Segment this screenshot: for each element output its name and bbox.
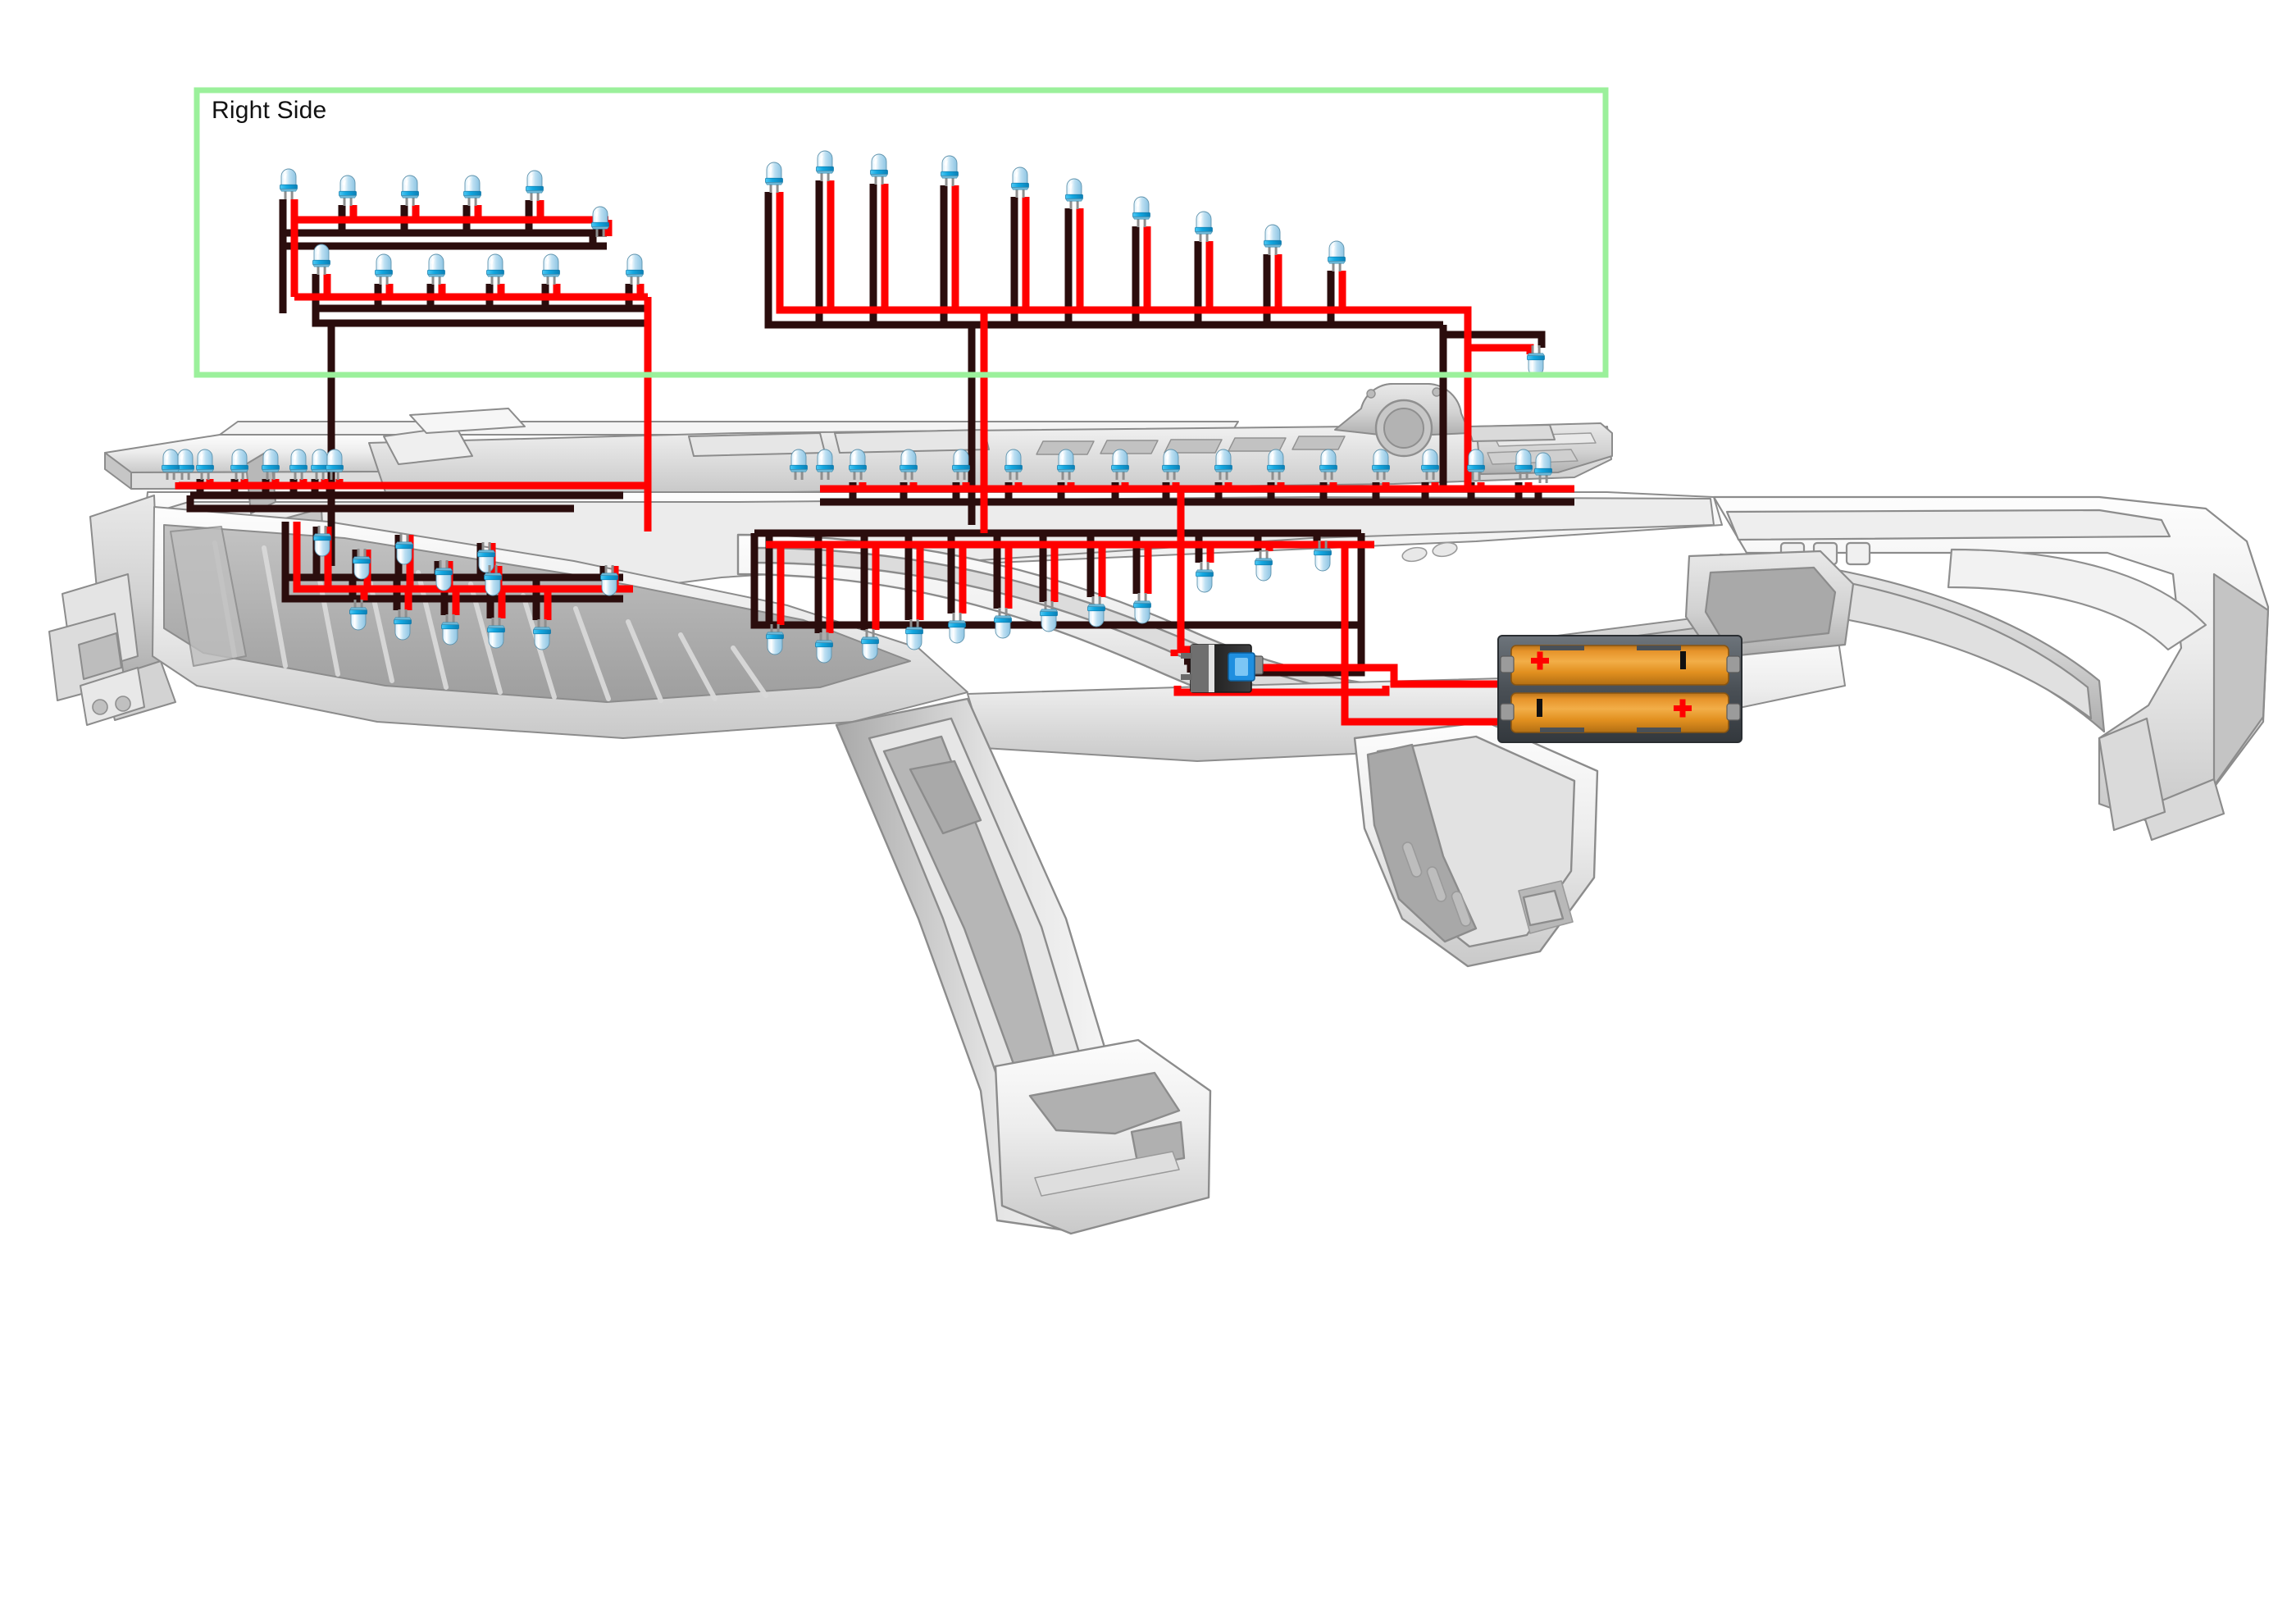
led-row-receiver-rail <box>790 449 1552 484</box>
led-cluster-upper-left-row2 <box>312 244 644 285</box>
led-row-top-rail <box>162 449 344 481</box>
battery-terminal-minus <box>1537 699 1542 717</box>
front-vertical-grip <box>835 697 1212 1235</box>
battery-terminal-minus <box>1680 651 1686 669</box>
stock <box>1684 495 2270 842</box>
led-cluster-upper-right <box>765 150 1346 272</box>
battery-terminal-plus <box>1674 699 1692 718</box>
toggle-switch[interactable] <box>1181 644 1264 693</box>
positive-bus-network <box>175 180 1574 726</box>
battery-cell-1 <box>1500 645 1741 686</box>
upper-receiver <box>368 382 1613 493</box>
pistol-grip <box>1353 720 1599 968</box>
region-label-right-side: Right Side <box>212 97 327 124</box>
led-cluster-upper-left-row1 <box>280 168 609 238</box>
switch-toggle-actuator[interactable] <box>1228 652 1255 682</box>
battery-cell-2 <box>1500 692 1741 733</box>
region-box-right-side <box>194 87 1609 378</box>
front-detail-plates <box>383 408 1556 465</box>
battery-terminal-plus <box>1531 651 1549 670</box>
battery-pack <box>1497 635 1742 743</box>
